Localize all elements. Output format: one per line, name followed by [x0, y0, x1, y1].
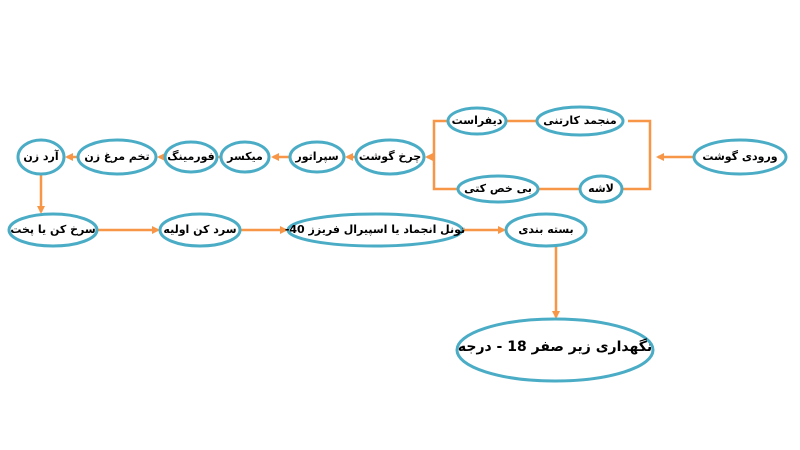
right-bracket [622, 119, 652, 191]
node-pre-cooling: سرد کن اولیه [158, 212, 242, 248]
node-packaging: بسته بندی [504, 212, 588, 248]
node-meat-grinder: چرخ گوشت [354, 138, 426, 176]
node-flour-coating: آرد زن [16, 138, 66, 176]
node-label: تونل انجماد یا اسپیرال فریزز 40- [285, 223, 465, 236]
node-freezing-tunnel: تونل انجماد یا اسپیرال فریزز 40- [285, 212, 465, 248]
node-fry-or-cook: سرخ کن یا پخت [7, 212, 99, 248]
node-label: منجمد کارتنی [543, 114, 616, 127]
node-deboning: بی خص کتی [456, 174, 540, 204]
node-label: سرخ کن یا پخت [10, 223, 95, 236]
node-meat-input: ورودی گوشت [692, 138, 788, 176]
node-separator: سپراتور [288, 140, 346, 174]
node-mixer: میکسر [219, 140, 271, 174]
node-label: آرد زن [23, 149, 59, 163]
node-label: ورودی گوشت [702, 150, 777, 163]
connectors [37, 119, 694, 319]
node-label: تخم مرغ زن [84, 150, 149, 163]
node-label: فورمینگ [167, 149, 215, 163]
node-label: بی خص کتی [464, 182, 532, 195]
node-label: سرد کن اولیه [163, 223, 236, 236]
node-label: لاشه [588, 182, 614, 195]
node-label: چرخ گوشت [359, 150, 421, 163]
node-defrost: دیفراست [446, 106, 508, 136]
node-carcass: لاشه [578, 174, 624, 204]
node-label: دیفراست [452, 114, 503, 127]
left-bracket [432, 119, 458, 191]
node-label: بسته بندی [518, 223, 573, 236]
node-label: سپراتور [294, 150, 338, 163]
node-egg-coating: تخم مرغ زن [76, 138, 158, 176]
node-label: میکسر [226, 150, 263, 163]
node-frozen-carton: منجمد کارتنی [535, 105, 625, 137]
node-label: نگهداری زیر صفر 18 - درجه [458, 338, 652, 355]
node-forming: فورمینگ [163, 140, 219, 174]
node-storage: نگهداری زیر صفر 18 - درجه [455, 317, 655, 383]
